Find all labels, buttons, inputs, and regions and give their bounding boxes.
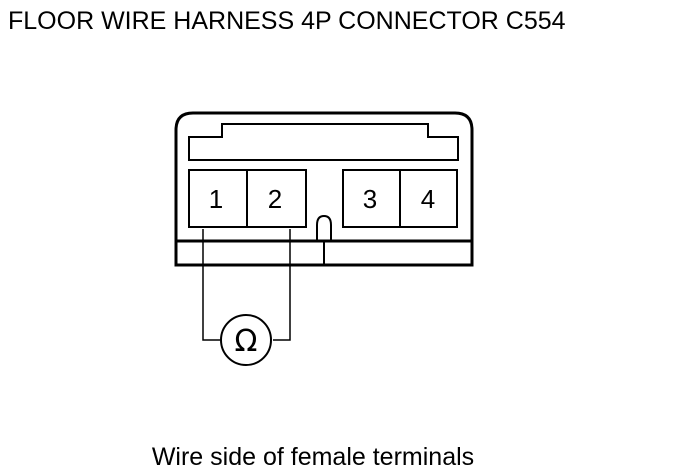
connector-housing: [174, 111, 474, 267]
diagram-title: FLOOR WIRE HARNESS 4P CONNECTOR C554: [8, 7, 566, 35]
terminal-1-label: 1: [209, 184, 223, 214]
ohm-symbol: Ω: [235, 324, 258, 359]
diagram-caption: Wire side of female terminals: [152, 443, 474, 471]
test-leads: [202, 229, 291, 341]
terminal-2-label: 2: [268, 184, 282, 214]
terminal-3-label: 3: [363, 184, 377, 214]
ohmmeter-icon: Ω: [220, 314, 272, 366]
terminal-block-right: [342, 169, 458, 228]
terminal-block-left: [188, 169, 307, 228]
terminal-4-label: 4: [421, 184, 435, 214]
